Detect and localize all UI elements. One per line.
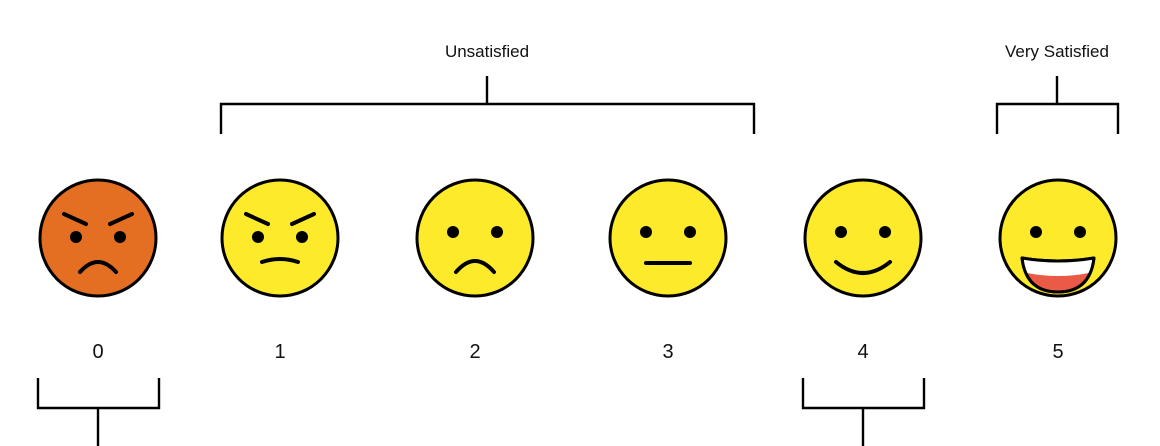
- face-3: 3: [608, 178, 728, 363]
- group-label-unsatisfied: Unsatisfied: [445, 42, 529, 61]
- face-value-2: 2: [469, 341, 480, 363]
- bracket-bottom-right: [801, 378, 926, 446]
- face-2: 2: [415, 178, 535, 363]
- neutral-face-icon: [608, 178, 728, 298]
- frowning-face-icon: [415, 178, 535, 298]
- face-4: 4: [803, 178, 923, 363]
- bracket-very-satisfied-line: [995, 76, 1120, 134]
- face-value-1: 1: [274, 341, 285, 363]
- bracket-unsatisfied: Unsatisfied: [219, 42, 756, 134]
- face-0: 0: [38, 178, 158, 363]
- annoyed-face-icon: [220, 178, 340, 298]
- face-value-5: 5: [1052, 341, 1063, 363]
- face-value-0: 0: [92, 341, 103, 363]
- bracket-bottom-right-line: [801, 378, 926, 446]
- bracket-unsatisfied-line: [219, 76, 756, 134]
- face-value-4: 4: [857, 341, 868, 363]
- face-5: 5: [998, 178, 1118, 363]
- face-1: 1: [220, 178, 340, 363]
- slightly-smiling-face-icon: [803, 178, 923, 298]
- bracket-bottom-left: [36, 378, 161, 446]
- grinning-face-icon: [998, 178, 1118, 298]
- angry-face-icon: [38, 178, 158, 298]
- bracket-very-satisfied: Very Satisfied: [995, 42, 1120, 134]
- face-value-3: 3: [662, 341, 673, 363]
- group-label-very-satisfied: Very Satisfied: [1005, 42, 1109, 61]
- bracket-bottom-left-line: [36, 378, 161, 446]
